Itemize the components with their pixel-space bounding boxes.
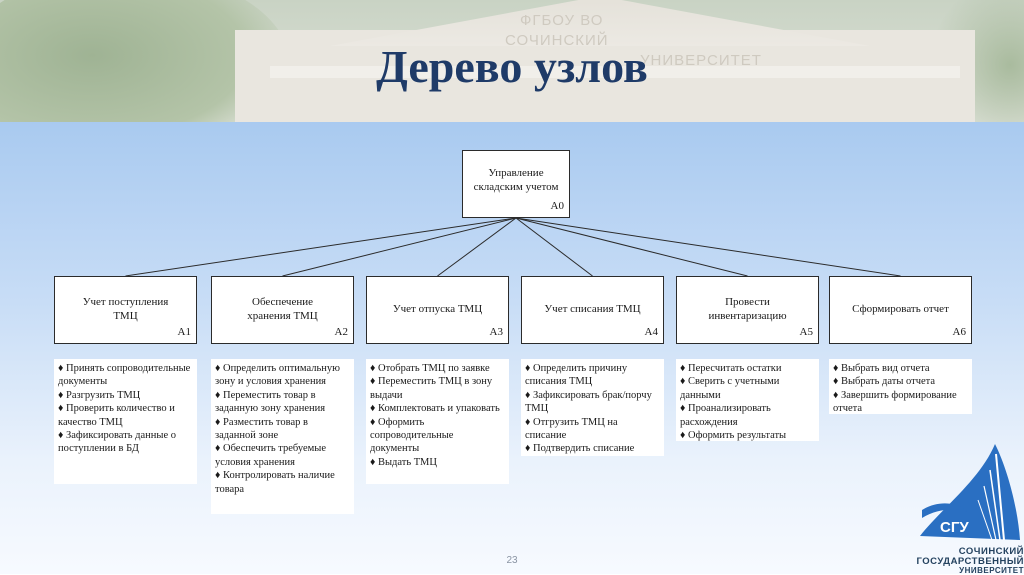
connector-a0-a6 (516, 218, 901, 276)
child-node-code: A2 (335, 326, 348, 340)
activity-list-a5: ♦ Пересчитать остатки♦ Сверить с учетным… (676, 359, 819, 441)
activity-list-a6: ♦ Выбрать вид отчета♦ Выбрать даты отчет… (829, 359, 972, 414)
activity-item: ♦ Отобрать ТМЦ по заявке (370, 362, 505, 375)
connector-a0-a1 (126, 218, 517, 276)
activity-item: ♦ Разгрузить ТМЦ (58, 389, 193, 402)
child-node-a2: Обеспечение хранения ТМЦ A2 (211, 276, 354, 344)
activity-item: ♦ Сверить с учетными данными (680, 375, 815, 402)
activity-item: ♦ Разместить товар в заданной зоне (215, 416, 350, 443)
connector-a0-a5 (516, 218, 748, 276)
child-node-code: A6 (953, 326, 966, 340)
activity-item: ♦ Комплектовать и упаковать (370, 402, 505, 415)
activity-item: ♦ Переместить ТМЦ в зону выдачи (370, 375, 505, 402)
child-node-label: Учет поступления ТМЦ (55, 296, 196, 324)
activity-item: ♦ Пересчитать остатки (680, 362, 815, 375)
child-node-code: A5 (800, 326, 813, 340)
activity-item: ♦ Выбрать даты отчета (833, 375, 968, 388)
page-number: 23 (0, 555, 1024, 566)
root-node: Управление складским учетом A0 (462, 150, 570, 218)
connector-a0-a4 (516, 218, 593, 276)
activity-item: ♦ Определить оптимальную зону и условия … (215, 362, 350, 389)
root-node-code: A0 (551, 200, 564, 214)
activity-item: ♦ Переместить товар в заданную зону хран… (215, 389, 350, 416)
activity-item: ♦ Отгрузить ТМЦ на списание (525, 416, 660, 443)
activity-list-a3: ♦ Отобрать ТМЦ по заявке♦ Переместить ТМ… (366, 359, 509, 484)
child-node-label: Обеспечение хранения ТМЦ (212, 296, 353, 324)
activity-item: ♦ Проанализировать расхождения (680, 402, 815, 429)
child-node-label: Учет отпуска ТМЦ (375, 303, 500, 317)
connector-a0-a3 (438, 218, 517, 276)
child-node-label: Сформировать отчет (834, 303, 967, 317)
child-node-a1: Учет поступления ТМЦ A1 (54, 276, 197, 344)
activity-list-a1: ♦ Принять сопроводительные документы♦ Ра… (54, 359, 197, 484)
activity-item: ♦ Принять сопроводительные документы (58, 362, 193, 389)
activity-item: ♦ Зафиксировать данные о поступлении в Б… (58, 429, 193, 456)
child-node-a3: Учет отпуска ТМЦ A3 (366, 276, 509, 344)
activity-item: ♦ Проверить количество и качество ТМЦ (58, 402, 193, 429)
activity-item: ♦ Определить причину списания ТМЦ (525, 362, 660, 389)
child-node-label: Провести инвентаризацию (677, 296, 818, 324)
child-node-code: A4 (645, 326, 658, 340)
activity-item: ♦ Оформить сопроводительные документы (370, 416, 505, 456)
activity-item: ♦ Выбрать вид отчета (833, 362, 968, 375)
child-node-a4: Учет списания ТМЦ A4 (521, 276, 664, 344)
logo-mark: СГУ (940, 519, 969, 536)
activity-item: ♦ Обеспечить требуемые условия хранения (215, 442, 350, 469)
child-node-label: Учет списания ТМЦ (526, 303, 658, 317)
activity-item: ♦ Подтвердить списание (525, 442, 660, 455)
activity-item: ♦ Контролировать наличие товара (215, 469, 350, 496)
activity-item: ♦ Оформить результаты (680, 429, 815, 442)
activity-list-a4: ♦ Определить причину списания ТМЦ♦ Зафик… (521, 359, 664, 456)
activity-item: ♦ Зафиксировать брак/порчу ТМЦ (525, 389, 660, 416)
activity-item: ♦ Выдать ТМЦ (370, 456, 505, 469)
root-node-label: Управление складским учетом (463, 167, 569, 195)
activity-list-a2: ♦ Определить оптимальную зону и условия … (211, 359, 354, 514)
child-node-code: A3 (490, 326, 503, 340)
activity-item: ♦ Завершить формирование отчета (833, 389, 968, 416)
child-node-code: A1 (178, 326, 191, 340)
